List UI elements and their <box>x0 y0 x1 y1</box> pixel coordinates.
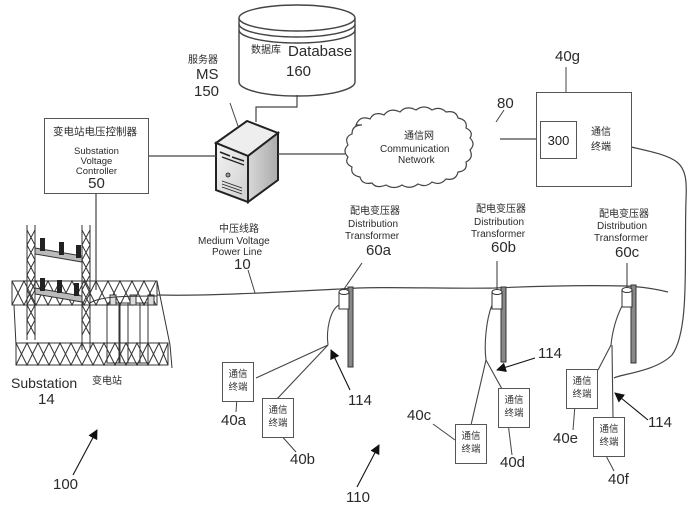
substation-label-zh: 变电站 <box>92 376 122 387</box>
power-line-label-zh: 中压线路 <box>219 224 259 235</box>
terminal-40e: 通信 终端 <box>566 369 598 409</box>
terminal-40a: 通信 终端 <box>222 362 254 402</box>
terminal-40e-ref: 40e <box>553 430 579 447</box>
substation-voltage-controller <box>44 118 149 194</box>
transformer-60a-label-zh: 配电变压器 <box>350 206 400 217</box>
network-ref: 80 <box>497 95 514 112</box>
terminal-40f: 通信 终端 <box>593 417 625 457</box>
terminal-40d-zh-2: 终端 <box>504 408 524 419</box>
controller-label-en-3: Controller <box>75 166 118 177</box>
transformer-60a-ref: 60a <box>366 242 392 259</box>
transformer-60c-ref: 60c <box>615 244 640 261</box>
system-ref-100: 100 <box>53 476 79 493</box>
insulator-icons <box>40 238 81 296</box>
network-label-en-1: Communication <box>380 144 450 155</box>
network-label-zh: 通信网 <box>404 131 434 142</box>
arrow-114-a <box>330 349 351 391</box>
server-label-zh: 服务器 <box>188 55 218 66</box>
terminal-40e-zh-1: 通信 <box>572 376 592 388</box>
substation-label-en: Substation <box>11 375 78 391</box>
substation-structure-icon <box>11 225 173 369</box>
substation-ref: 14 <box>38 391 55 408</box>
controller-label-en-1: Substation <box>74 146 119 157</box>
arrow-114-c <box>614 392 649 421</box>
database-label-zh: 数据库 <box>251 45 281 56</box>
service-drop-ref-a: 114 <box>348 392 372 409</box>
network-label-en-2: Network <box>398 155 435 166</box>
transformer-60b-label-zh: 配电变压器 <box>476 204 526 215</box>
power-line-label-en-1: Medium Voltage <box>198 236 270 247</box>
transformer-60c-label-en-2: Transformer <box>594 233 649 244</box>
server-ref: 150 <box>194 83 220 100</box>
controller-label-en-2: Voltage <box>80 156 113 167</box>
controller-label-zh: 变电站电压控制器 <box>53 126 137 138</box>
transformer-60a-label-en-1: Distribution <box>348 219 399 230</box>
network-cloud-icon <box>344 106 474 189</box>
transformer-60c-label-en-1: Distribution <box>597 221 648 232</box>
server-tower-icon <box>213 119 281 204</box>
terminal-40a-ref: 40a <box>221 412 247 429</box>
terminal-40c-ref: 40c <box>407 407 432 424</box>
transformer-60a-label-en-2: Transformer <box>345 231 400 242</box>
gateway-cable <box>613 146 687 379</box>
service-drops <box>255 304 623 426</box>
terminal-40b-zh-2: 终端 <box>268 418 288 429</box>
terminal-40d-zh-1: 通信 <box>504 395 524 407</box>
terminal-40d-ref: 40d <box>500 454 526 471</box>
terminal-40b-zh-1: 通信 <box>268 405 288 417</box>
medium-voltage-line <box>156 285 669 296</box>
database-cylinder-icon <box>238 4 356 97</box>
gateway-module: 300 <box>540 121 577 159</box>
transformer-pole-60a <box>338 262 363 368</box>
transformer-60b-ref: 60b <box>491 239 517 256</box>
transformer-60c-label-zh: 配电变压器 <box>599 209 649 220</box>
terminal-40b: 通信 终端 <box>262 398 294 438</box>
terminal-40f-ref: 40f <box>608 471 629 488</box>
system-ref-110: 110 <box>346 489 370 506</box>
gateway-terminal-ref: 40g <box>555 48 581 65</box>
terminal-40a-zh-2: 终端 <box>228 382 248 393</box>
gateway-terminal-zh-2: 终端 <box>591 142 611 153</box>
transformer-60b-label-en-1: Distribution <box>474 217 525 228</box>
terminal-40e-zh-2: 终端 <box>572 389 592 400</box>
service-drop-ref-c: 114 <box>648 414 672 431</box>
terminal-40b-ref: 40b <box>290 451 316 468</box>
terminal-40f-zh-2: 终端 <box>599 437 619 448</box>
service-drop-ref-b: 114 <box>538 345 562 362</box>
server-leader-line <box>229 102 239 127</box>
terminal-40c-zh-1: 通信 <box>461 431 481 443</box>
gateway-terminal-zh-1: 通信 <box>591 127 611 138</box>
terminal-40c-zh-2: 终端 <box>461 444 481 455</box>
terminal-40f-zh-1: 通信 <box>599 424 619 436</box>
transformer-60b-label-en-2: Transformer <box>471 229 526 240</box>
network-leader-line <box>495 109 505 123</box>
db-server-link <box>255 95 298 122</box>
terminal-40a-zh-1: 通信 <box>228 369 248 381</box>
power-line-ref: 10 <box>234 256 251 273</box>
server-label-en: MS <box>196 66 219 83</box>
database-label-en: Database <box>288 43 353 60</box>
terminal-40d: 通信 终端 <box>498 388 530 428</box>
power-line-label-en-2: Power Line <box>212 247 263 258</box>
transformer-pole-60b <box>491 261 507 363</box>
controller-ref: 50 <box>88 175 105 192</box>
arrow-100 <box>72 429 98 476</box>
power-line-leader <box>247 269 256 294</box>
transformer-pole-60c <box>621 263 637 364</box>
arrow-114-b <box>496 357 536 373</box>
terminal-40c: 通信 终端 <box>455 424 487 464</box>
database-ref: 160 <box>286 63 312 80</box>
arrow-110 <box>356 444 380 488</box>
